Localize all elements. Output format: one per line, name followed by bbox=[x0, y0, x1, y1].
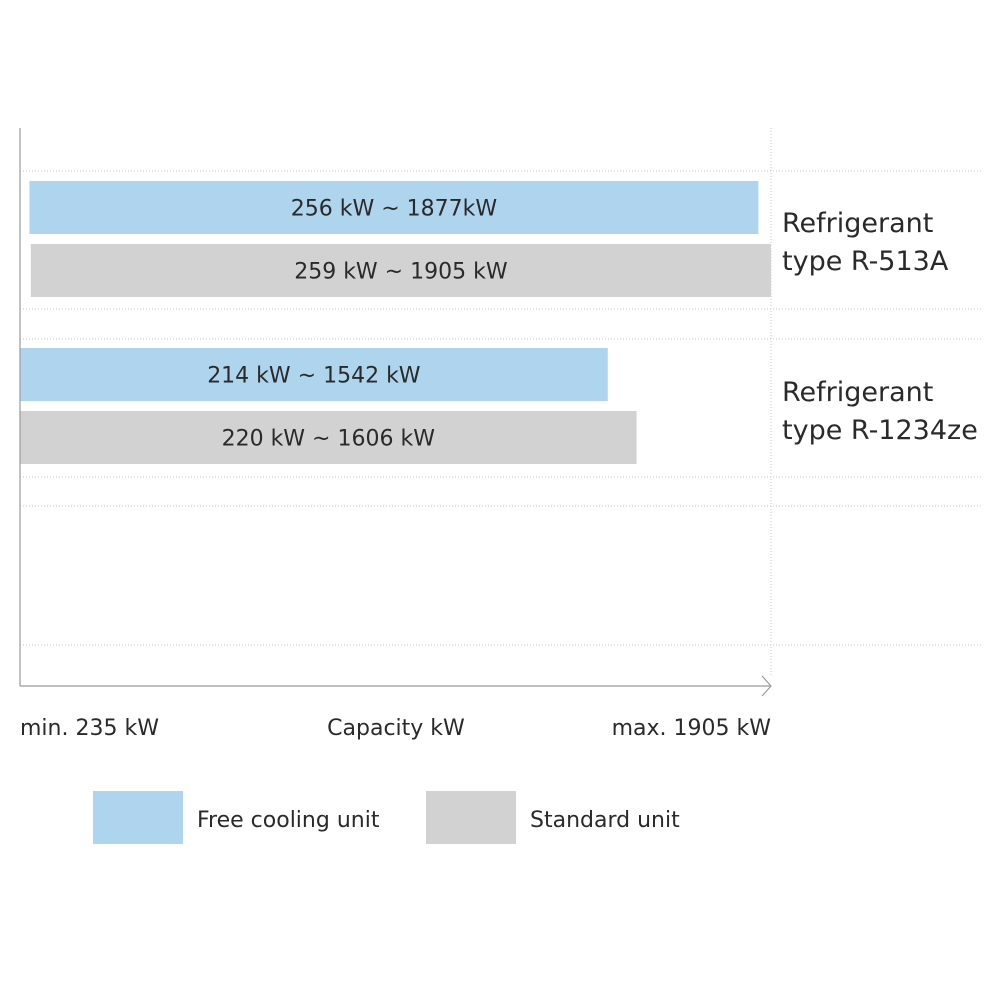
bar-standard-2 bbox=[20, 411, 637, 464]
group-label-line1: Refrigerant bbox=[782, 377, 933, 408]
legend: Free cooling unit Standard unit bbox=[93, 791, 680, 844]
group-label-line2: type R-1234ze bbox=[782, 415, 978, 446]
x-axis-min-label: min. 235 kW bbox=[20, 716, 159, 741]
x-axis-arrow-icon bbox=[761, 675, 772, 697]
bar-value-label: 214 kW ~ 1542 kW bbox=[207, 364, 421, 389]
bar-standard-1 bbox=[30, 244, 772, 297]
legend-swatch-standard bbox=[426, 791, 516, 844]
group-label-line2: type R-513A bbox=[782, 246, 949, 277]
bar-value-label: 220 kW ~ 1606 kW bbox=[222, 427, 436, 452]
legend-swatch-free bbox=[93, 791, 183, 844]
grid-lines bbox=[20, 128, 982, 676]
bar-value-label: 259 kW ~ 1905 kW bbox=[294, 260, 508, 285]
axes bbox=[19, 128, 772, 697]
legend-label-standard: Standard unit bbox=[530, 808, 680, 833]
bars: 256 kW ~ 1877kW 259 kW ~ 1905 kW 214 kW ~ … bbox=[20, 181, 772, 464]
bar-free-2 bbox=[20, 348, 608, 401]
group-label-line1: Refrigerant bbox=[782, 208, 933, 239]
bar-free-1 bbox=[29, 181, 759, 234]
legend-label-free: Free cooling unit bbox=[197, 808, 380, 833]
x-axis-title: Capacity kW bbox=[327, 716, 465, 741]
bar-value-label: 256 kW ~ 1877kW bbox=[291, 197, 498, 222]
x-axis-max-label: max. 1905 kW bbox=[612, 716, 772, 741]
group-labels: Refrigerant type R-513A Refrigerant type R-… bbox=[782, 208, 978, 446]
